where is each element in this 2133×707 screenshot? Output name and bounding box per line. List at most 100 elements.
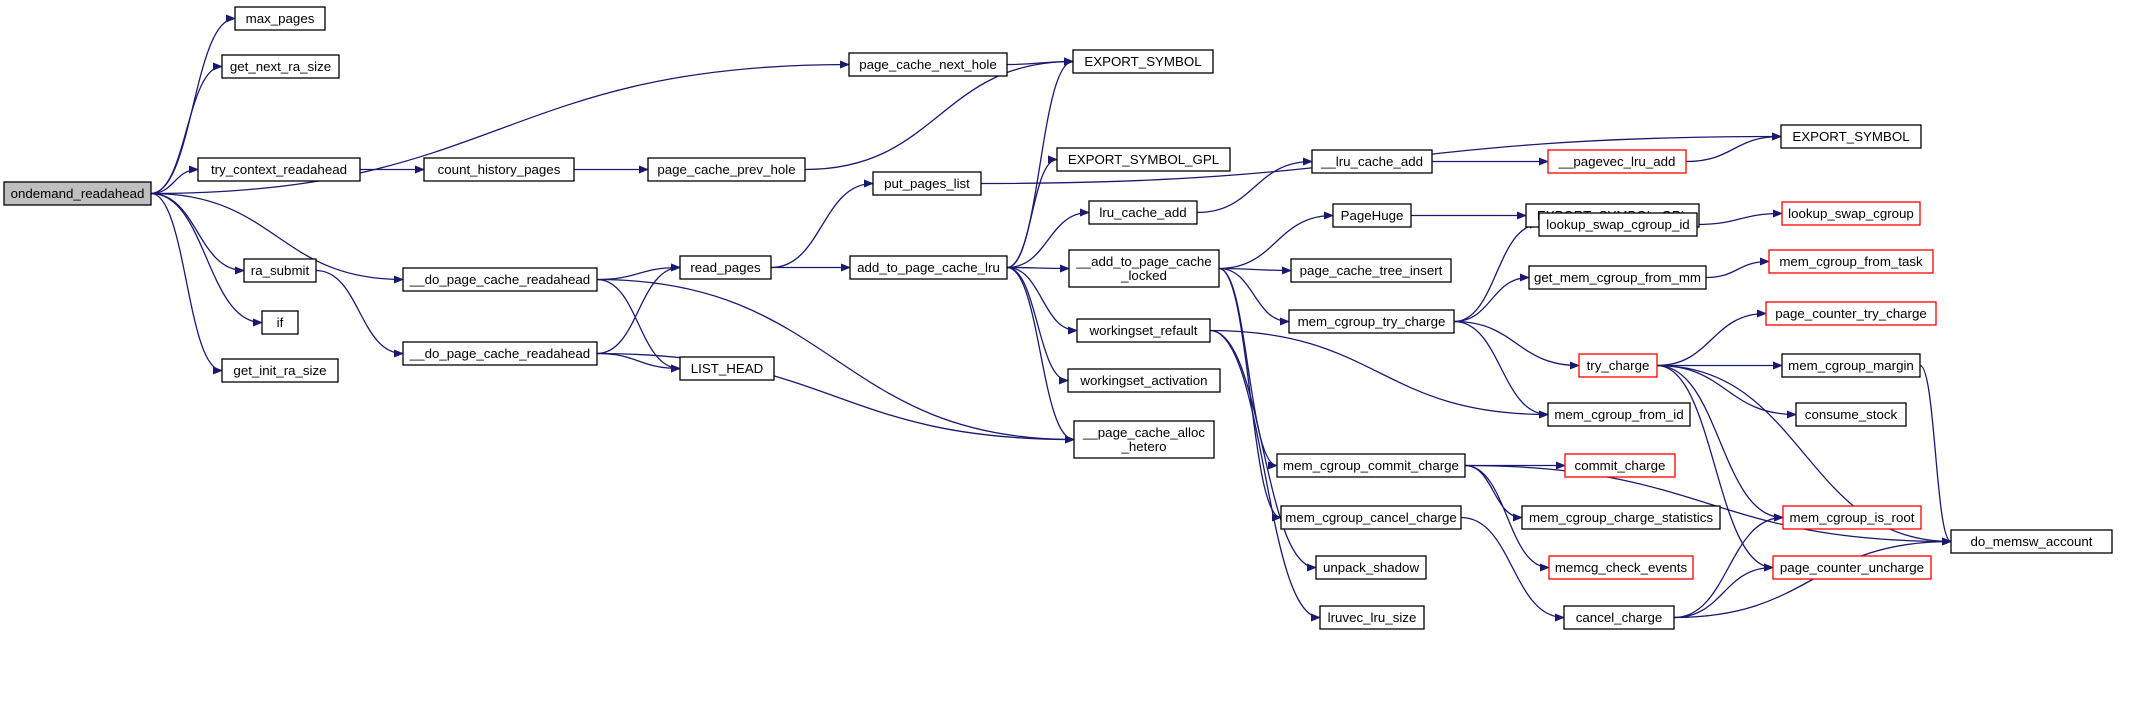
node-lru-cache-add[interactable]: lru_cache_add bbox=[1088, 200, 1198, 225]
node-page-cache-next-hole[interactable]: page_cache_next_hole bbox=[848, 52, 1008, 77]
node-box bbox=[1772, 555, 1932, 580]
node-lruvec-lru-size[interactable]: lruvec_lru_size bbox=[1319, 605, 1425, 630]
node-mem-cgroup-try-charge[interactable]: mem_cgroup_try_charge bbox=[1288, 309, 1455, 334]
node-label: mem_cgroup_from_task bbox=[1779, 254, 1923, 269]
edge-__pagevec_lru_add-to-EXPORT_SYMBOL_2 bbox=[1685, 132, 1782, 163]
edge-mem_cgroup_commit_charge-to-mem_cgroup_charge_statistics bbox=[1464, 464, 1523, 522]
node-label: mem_cgroup_cancel_charge bbox=[1285, 510, 1456, 525]
node-if[interactable]: if bbox=[261, 310, 299, 335]
node-workingset-refault[interactable]: workingset_refault bbox=[1076, 318, 1211, 343]
node-memcg-check-events[interactable]: memcg_check_events bbox=[1548, 555, 1694, 580]
node---pagevec-lru-add[interactable]: __pagevec_lru_add bbox=[1547, 149, 1687, 174]
node-lookup-swap-cgroup-id[interactable]: lookup_swap_cgroup_id bbox=[1538, 212, 1698, 237]
node-label: EXPORT_SYMBOL_GPL bbox=[1068, 152, 1219, 167]
node-lookup-swap-cgroup[interactable]: lookup_swap_cgroup bbox=[1781, 201, 1921, 226]
node-label: get_init_ra_size bbox=[233, 363, 326, 378]
node-box bbox=[1780, 124, 1922, 149]
node-box bbox=[849, 255, 1008, 280]
node-try-context-readahead[interactable]: try_context_readahead bbox=[197, 157, 361, 182]
node---lru-cache-add[interactable]: __lru_cache_add bbox=[1311, 149, 1433, 174]
node-label: ra_submit bbox=[251, 263, 310, 278]
node-page-cache-alloc-hetero[interactable]: __page_cache_alloc_hetero bbox=[1073, 420, 1215, 459]
edge-ondemand_readahead-to-get_init_ra_size bbox=[150, 192, 223, 375]
node-mem-cgroup-cancel-charge[interactable]: mem_cgroup_cancel_charge bbox=[1280, 505, 1462, 530]
node-box bbox=[1276, 453, 1466, 478]
node-consume-stock[interactable]: consume_stock bbox=[1795, 402, 1907, 427]
node-box bbox=[1068, 249, 1220, 288]
edge-page_cache_prev_hole-to-EXPORT_SYMBOL_1 bbox=[804, 57, 1074, 171]
node-do-pcr1[interactable]: __do_page_cache_readahead bbox=[402, 267, 598, 292]
node-box bbox=[1548, 555, 1694, 580]
node-box bbox=[1319, 605, 1425, 630]
node-put-pages-list[interactable]: put_pages_list bbox=[872, 171, 982, 196]
node-box bbox=[423, 157, 575, 182]
node-box bbox=[647, 157, 806, 182]
node-box bbox=[1547, 402, 1691, 427]
node-mem-cgroup-is-root[interactable]: mem_cgroup_is_root bbox=[1782, 505, 1922, 530]
node-label: mem_cgroup_charge_statistics bbox=[1529, 510, 1713, 525]
node-label: __do_page_cache_readahead bbox=[409, 272, 590, 287]
node-box bbox=[1950, 529, 2113, 554]
node-ra-submit[interactable]: ra_submit bbox=[243, 258, 317, 283]
node-count-history-pages[interactable]: count_history_pages bbox=[423, 157, 575, 182]
node-box bbox=[3, 181, 152, 206]
node-page-cache-tree-insert[interactable]: page_cache_tree_insert bbox=[1290, 258, 1452, 283]
node-box bbox=[1072, 49, 1214, 74]
edge-try_charge-to-page_counter_uncharge bbox=[1656, 364, 1774, 572]
node-label: lru_cache_add bbox=[1099, 205, 1186, 220]
node-page-counter-try-charge[interactable]: page_counter_try_charge bbox=[1765, 301, 1937, 326]
node-max-pages[interactable]: max_pages bbox=[234, 6, 326, 31]
node-add-to-page-cache-locked[interactable]: __add_to_page_cache_locked bbox=[1068, 249, 1220, 288]
node-PageHuge[interactable]: PageHuge bbox=[1332, 203, 1412, 228]
node-label: _hetero bbox=[1120, 439, 1166, 454]
node-EXPORT-SYMBOL-GPL-1[interactable]: EXPORT_SYMBOL_GPL bbox=[1056, 147, 1231, 172]
node-label: mem_cgroup_from_id bbox=[1554, 407, 1683, 422]
edge-add_to_page_cache_locked-to-mem_cgroup_commit_charge bbox=[1218, 267, 1278, 470]
node-mem-cgroup-commit-charge[interactable]: mem_cgroup_commit_charge bbox=[1276, 453, 1466, 478]
node-box bbox=[1290, 258, 1452, 283]
edge-do_pcr1-to-LIST_HEAD bbox=[596, 278, 681, 373]
node-box bbox=[1781, 353, 1921, 378]
node-box bbox=[1088, 200, 1198, 225]
node-box bbox=[402, 341, 598, 366]
node-page-counter-uncharge[interactable]: page_counter_uncharge bbox=[1772, 555, 1932, 580]
node-workingset-activation[interactable]: workingset_activation bbox=[1067, 368, 1221, 393]
node-commit-charge[interactable]: commit_charge bbox=[1564, 453, 1676, 478]
edge-try_charge-to-page_counter_try_charge bbox=[1656, 309, 1767, 367]
node-mem-cgroup-from-id[interactable]: mem_cgroup_from_id bbox=[1547, 402, 1691, 427]
edge-mem_cgroup_margin-to-do_memsw_account bbox=[1919, 364, 1952, 546]
edge-add_to_page_cache_lru-to-page_cache_alloc_hetero bbox=[1006, 266, 1075, 444]
node-label: do_memsw_account bbox=[1971, 534, 2093, 549]
node-EXPORT-SYMBOL-1[interactable]: EXPORT_SYMBOL bbox=[1072, 49, 1214, 74]
edge-do_pcr1-to-read_pages bbox=[596, 263, 681, 281]
edge-add_to_page_cache_lru-to-EXPORT_SYMBOL_GPL_1 bbox=[1006, 155, 1058, 269]
node-read-pages[interactable]: read_pages bbox=[679, 255, 772, 280]
node-get-mem-cgroup-from-mm[interactable]: get_mem_cgroup_from_mm bbox=[1528, 265, 1707, 290]
node-box bbox=[1073, 420, 1215, 459]
node-label: commit_charge bbox=[1575, 458, 1666, 473]
edge-ondemand_readahead-to-if bbox=[150, 192, 263, 327]
node-do-pcr2[interactable]: __do_page_cache_readahead bbox=[402, 341, 598, 366]
node-try-charge[interactable]: try_charge bbox=[1578, 353, 1658, 378]
node-get-init-ra-size[interactable]: get_init_ra_size bbox=[221, 358, 339, 383]
node-LIST-HEAD[interactable]: LIST_HEAD bbox=[679, 356, 775, 381]
node-mem-cgroup-from-task[interactable]: mem_cgroup_from_task bbox=[1768, 249, 1934, 274]
node-label: read_pages bbox=[690, 260, 761, 275]
node-label: EXPORT_SYMBOL bbox=[1084, 54, 1201, 69]
node-get-next-ra-size[interactable]: get_next_ra_size bbox=[221, 54, 340, 79]
edge-try_charge-to-do_memsw_account bbox=[1656, 364, 1952, 546]
node-cancel-charge[interactable]: cancel_charge bbox=[1563, 605, 1675, 630]
node-label: add_to_page_cache_lru bbox=[857, 260, 1000, 275]
node-mem-cgroup-margin[interactable]: mem_cgroup_margin bbox=[1781, 353, 1921, 378]
edge-lookup_swap_cgroup_id-to-lookup_swap_cgroup bbox=[1696, 209, 1783, 226]
node-label: memcg_check_events bbox=[1555, 560, 1688, 575]
edge-cancel_charge-to-mem_cgroup_is_root bbox=[1673, 513, 1784, 619]
node-do-memsw-account[interactable]: do_memsw_account bbox=[1950, 529, 2113, 554]
node-unpack-shadow[interactable]: unpack_shadow bbox=[1315, 555, 1427, 580]
node-mem-cgroup-charge-statistics[interactable]: mem_cgroup_charge_statistics bbox=[1521, 505, 1721, 530]
node-add-to-page-cache-lru[interactable]: add_to_page_cache_lru bbox=[849, 255, 1008, 280]
node-box bbox=[221, 358, 339, 383]
node-box bbox=[243, 258, 317, 283]
node-EXPORT-SYMBOL-2[interactable]: EXPORT_SYMBOL bbox=[1780, 124, 1922, 149]
node-page-cache-prev-hole[interactable]: page_cache_prev_hole bbox=[647, 157, 806, 182]
